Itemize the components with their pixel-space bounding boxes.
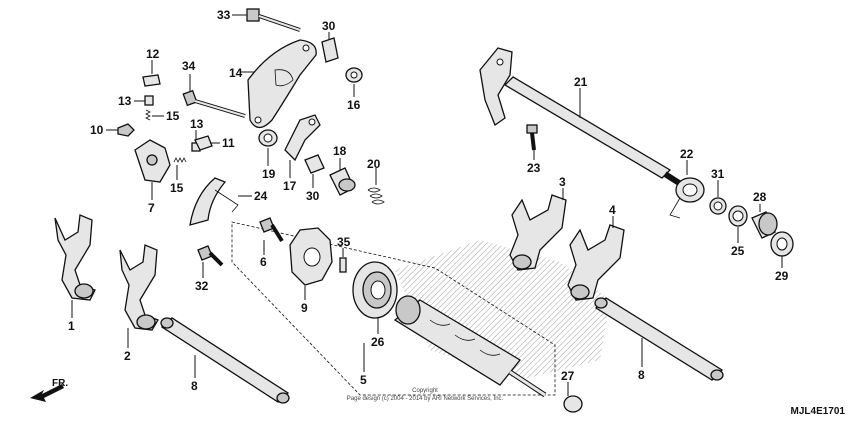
circlip-31[interactable] — [709, 180, 727, 215]
label-31: 31 — [711, 167, 725, 181]
label-30-upper: 30 — [322, 19, 336, 33]
label-11: 11 — [222, 136, 235, 150]
pin-35[interactable] — [339, 248, 347, 273]
shift-fork-4[interactable] — [567, 216, 625, 301]
bolt-6[interactable] — [259, 217, 284, 255]
label-26: 26 — [371, 335, 385, 349]
label-1: 1 — [68, 319, 75, 333]
washer-19[interactable] — [258, 129, 278, 166]
copyright-heading: Copyright — [412, 388, 438, 394]
bolt-34[interactable] — [182, 74, 246, 118]
label-29: 29 — [775, 269, 789, 283]
label-18: 18 — [333, 144, 347, 158]
guide-plate-24[interactable] — [189, 177, 252, 226]
shift-fork-3[interactable] — [509, 188, 567, 271]
spring-20[interactable] — [367, 168, 385, 205]
washer-25[interactable] — [728, 205, 748, 243]
label-17: 17 — [283, 179, 297, 193]
oil-seal-29[interactable] — [770, 231, 794, 268]
label-23: 23 — [527, 161, 541, 175]
label-20: 20 — [367, 157, 381, 171]
shift-fork-2[interactable] — [119, 244, 159, 348]
label-34: 34 — [182, 59, 196, 73]
gearshift-spindle[interactable] — [479, 47, 692, 193]
copyright-notice: Page design (c) 2004 - 2014 by ARI Netwo… — [347, 396, 504, 402]
label-30-lower: 30 — [306, 189, 320, 203]
label-27: 27 — [561, 369, 575, 383]
collar-30-upper[interactable] — [321, 32, 339, 63]
label-24: 24 — [254, 189, 268, 203]
bolt-10[interactable] — [106, 123, 135, 137]
collar-27[interactable] — [563, 382, 583, 413]
label-9: 9 — [301, 301, 308, 315]
fork-shaft-left[interactable] — [160, 317, 290, 404]
label-8-left: 8 — [191, 379, 198, 393]
needle-bearing-28[interactable] — [751, 204, 778, 239]
stopper-plate[interactable] — [240, 39, 317, 129]
label-3: 3 — [559, 175, 566, 189]
part-labels: 1 2 3 4 5 6 7 8 8 9 10 11 12 13 13 14 15… — [68, 8, 789, 393]
label-8-right: 8 — [638, 368, 645, 382]
label-21: 21 — [574, 75, 588, 89]
pin-18[interactable] — [329, 158, 356, 196]
fork-shaft-right[interactable] — [594, 297, 724, 381]
label-13-lower: 13 — [190, 117, 204, 131]
bearing-26[interactable] — [352, 261, 398, 334]
drum-cam-9[interactable] — [289, 227, 333, 300]
label-15-lower: 15 — [170, 181, 184, 195]
label-2: 2 — [124, 349, 131, 363]
label-25: 25 — [731, 244, 745, 258]
label-28: 28 — [753, 190, 767, 204]
return-spring-22[interactable] — [669, 160, 705, 219]
shift-fork-1[interactable] — [54, 214, 96, 318]
collar-16[interactable] — [345, 67, 363, 97]
label-12: 12 — [146, 47, 160, 61]
label-10: 10 — [90, 123, 104, 137]
front-direction-label: FR. — [52, 378, 68, 389]
label-35: 35 — [337, 235, 351, 249]
bolt-23[interactable] — [526, 124, 538, 160]
label-33: 33 — [217, 8, 231, 22]
label-16: 16 — [347, 98, 361, 112]
label-7: 7 — [148, 201, 155, 215]
label-19: 19 — [262, 167, 276, 181]
spring-15-lower[interactable] — [173, 157, 187, 180]
plate-11[interactable] — [194, 135, 220, 151]
label-5: 5 — [360, 373, 367, 387]
label-22: 22 — [680, 147, 694, 161]
collar-13-upper[interactable] — [134, 95, 154, 106]
lever-17[interactable] — [284, 114, 321, 178]
label-6: 6 — [260, 255, 267, 269]
cap-12[interactable] — [142, 60, 161, 87]
collar-30-lower[interactable] — [304, 154, 325, 188]
label-32: 32 — [195, 279, 209, 293]
spring-15-upper[interactable] — [145, 109, 164, 121]
diagram-code: MJL4E1701 — [791, 406, 846, 417]
label-4: 4 — [609, 203, 616, 217]
front-direction-arrow: FR. — [30, 378, 68, 402]
label-13-upper: 13 — [118, 94, 132, 108]
label-14: 14 — [229, 66, 243, 80]
bolt-32[interactable] — [197, 245, 224, 278]
label-15-upper: 15 — [166, 109, 180, 123]
shift-drum[interactable] — [363, 295, 547, 398]
assembly-outline — [231, 221, 556, 396]
bolt-33[interactable] — [232, 8, 301, 32]
stopper-arm[interactable] — [134, 139, 171, 200]
